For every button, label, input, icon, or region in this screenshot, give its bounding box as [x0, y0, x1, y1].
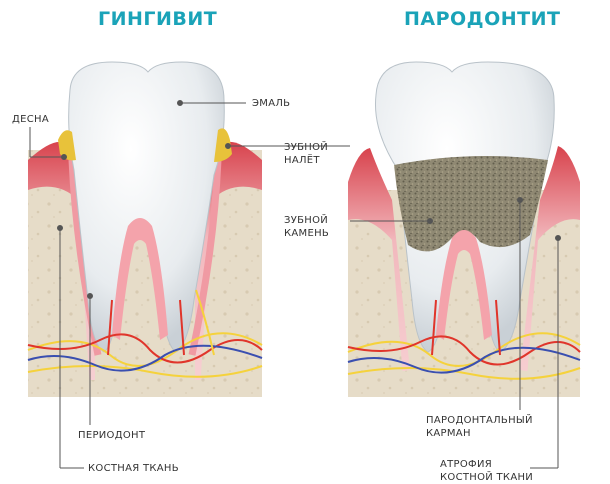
title-gingivitis: ГИНГИВИТ	[98, 8, 218, 30]
vessels-right	[347, 299, 581, 380]
plaque-left-1	[58, 130, 76, 161]
label-zubnoy-nalet-line1: ЗУБНОЙ	[284, 142, 329, 153]
calculus-right	[394, 156, 548, 252]
label-parodont-karman-line1: ПАРОДОНТАЛЬНЫЙ	[426, 415, 533, 426]
pulp-right	[436, 230, 492, 340]
label-zubnoy-kamen-line1: ЗУБНОЙ	[284, 215, 329, 226]
title-periodontitis: ПАРОДОНТИТ	[404, 8, 561, 30]
label-zubnoy-nalet: ЗУБНОЙ НАЛЁТ	[284, 141, 328, 167]
label-parodont-karman-line2: КАРМАН	[426, 428, 471, 439]
label-kostnaya-tkan: КОСТНАЯ ТКАНЬ	[88, 463, 179, 474]
label-parodont-karman: ПАРОДОНТАЛЬНЫЙ КАРМАН	[426, 414, 533, 440]
label-emal: ЭМАЛЬ	[252, 98, 291, 109]
label-zubnoy-kamen-line2: КАМЕНЬ	[284, 228, 330, 239]
label-atrofiya-line1: АТРОФИЯ	[440, 459, 492, 470]
label-periodont: ПЕРИОДОНТ	[78, 430, 146, 441]
vessels-left	[27, 289, 263, 378]
periodontitis-illustration	[347, 61, 581, 397]
pulp-left	[112, 218, 168, 340]
plaque-left-2	[214, 128, 232, 162]
label-zubnoy-kamen: ЗУБНОЙ КАМЕНЬ	[284, 214, 329, 240]
label-desna: ДЕСНА	[12, 114, 49, 125]
label-atrofiya: АТРОФИЯ КОСТНОЙ ТКАНИ	[440, 458, 533, 484]
gingivitis-illustration	[27, 61, 263, 397]
label-zubnoy-nalet-line2: НАЛЁТ	[284, 155, 320, 166]
label-atrofiya-line2: КОСТНОЙ ТКАНИ	[440, 472, 534, 483]
leader-lines	[29, 100, 561, 469]
